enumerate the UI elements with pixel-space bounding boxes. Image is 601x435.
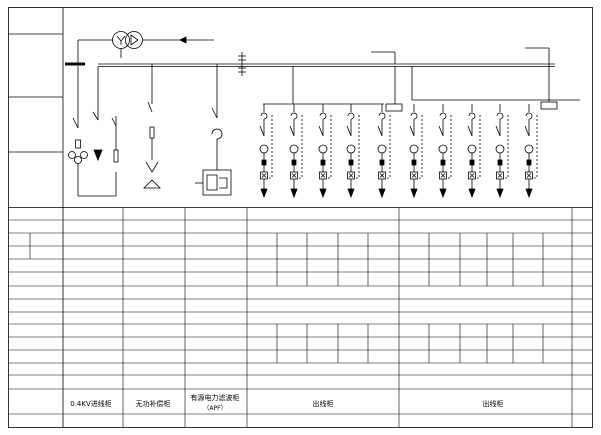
feeder-circuit-a2: [318, 104, 332, 199]
drawing-frame: [8, 7, 593, 428]
feeder-circuit-b2: [467, 104, 481, 199]
panel-name-feeder-a: 出线柜: [313, 399, 334, 408]
panel-name-apf-sub: （APF）: [203, 405, 226, 412]
feeder-circuit-b1: [438, 104, 452, 199]
feeder-circuit-b4: [524, 104, 538, 199]
feeder-circuit-a4: [377, 104, 391, 199]
panel-name-feeder-b: 出线柜: [483, 399, 504, 408]
feeder-circuit-a0: [259, 104, 273, 199]
panel-name-incoming: 0.4KV进线柜: [70, 399, 112, 408]
feeder-circuit-b0: [409, 104, 423, 199]
incoming-arrow: [179, 36, 187, 44]
panel-name-capacitor: 无功补偿柜: [136, 399, 171, 408]
feeder-group-b-meter: [540, 101, 558, 110]
feeder-group-a-meter: [385, 103, 403, 112]
feeder-circuit-b3: [495, 104, 509, 199]
transformer-winding-1: [112, 31, 130, 49]
apf-unit-box: [202, 169, 232, 196]
feeder-circuit-a3: [346, 104, 360, 199]
feeder-circuit-a1: [289, 104, 303, 199]
panel-name-apf: 有源电力滤波柜: [191, 393, 240, 402]
incoming-bus-stub: [65, 62, 85, 66]
transformer-winding-2: [125, 31, 143, 49]
